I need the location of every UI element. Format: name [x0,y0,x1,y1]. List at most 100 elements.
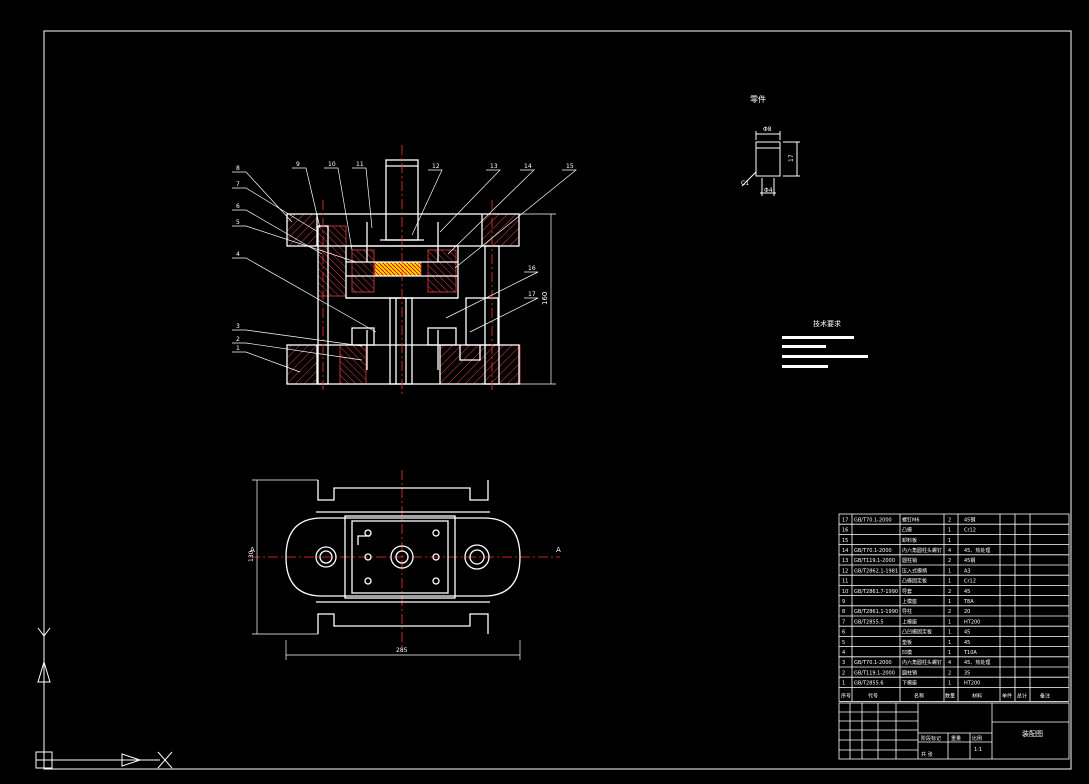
bom-cell: 2 [948,558,951,564]
bom-cell: 圆柱销 [902,557,917,564]
balloon-leader-line [232,209,323,255]
bom-cell: 10 [842,589,848,595]
bom-cell: GB/T119.1-2000 [854,670,895,676]
bom-cell: 2 [948,670,951,676]
part-inner-dim: Φ4 [764,187,773,194]
bom-cell: 4 [948,548,951,554]
balloon-number: 10 [328,161,336,168]
balloon-leader-line [469,297,539,333]
bom-cell: 45 [964,589,970,595]
sheet-label: 共 张 [921,751,933,758]
balloon-leader-line [232,342,363,361]
balloon-leader-line [232,225,357,263]
part-width-dim: Φ8 [763,126,772,133]
bom-cell: 凹模 [902,649,912,656]
part-sketch-label: 零件 [750,94,766,104]
bom-cell: 1 [948,640,951,646]
bom-cell: T8A [963,599,974,605]
balloon-leader-line [232,171,293,223]
bom-cell: 1 [948,650,951,656]
bom-cell: 1 [948,568,951,574]
bom-cell: 垫板 [902,639,912,646]
bom-cell: 卸料板 [902,537,917,544]
bom-cell: 4 [842,650,845,656]
stage-label: 阶段标记 [921,735,941,742]
balloon-leader-line [454,169,577,269]
bom-cell: 6 [842,630,845,636]
balloon-leader-line [352,167,373,229]
bom-outline [838,513,1070,702]
balloon-leader-line [292,167,321,229]
part-height-dim: 17 [788,154,795,162]
bom-cell: 凸模 [902,527,912,534]
weight-label: 重量 [951,735,961,742]
bom-cell: 45、热处理 [964,659,990,666]
balloon-number: 15 [566,163,574,170]
section-height-dim-text: 160 [541,292,549,305]
bom-cell: 11 [842,579,848,585]
balloon-number: 8 [236,165,240,172]
balloon-number: 13 [490,163,498,170]
balloon-leader-line [324,167,353,251]
bom-header-cell: 名称 [914,692,924,699]
ucs-icon [35,627,173,769]
drawing-frame [43,30,1072,770]
bom-cell: 1 [948,599,951,605]
balloon-number: 2 [236,336,240,343]
bom-cell: 导柱 [902,608,912,615]
bom-cell: 45 [964,640,970,646]
bom-cell: HT200 [964,681,980,687]
title-block [838,702,1070,760]
bom-cell: GB/T70.1-2000 [854,548,892,554]
plan-width-dim-text: 285 [396,647,408,654]
bom-cell: 圆柱销 [902,669,917,676]
bom-cell: 内六角圆柱头螺钉 [902,547,942,554]
bom-cell: 上模座 [902,598,917,605]
plan-dimensions [252,479,521,660]
bom-cell: 上模座 [902,618,917,625]
bom-cell: GB/T119.1-2000 [854,558,895,564]
bom-cell: 凸模固定板 [902,578,927,585]
plan-view [285,480,521,634]
bom-cell: 螺钉M6 [902,516,920,523]
bom-header-cell: 代号 [868,692,878,699]
balloon-number: 5 [236,219,240,226]
balloon-number: 4 [236,251,240,258]
balloon-leader-line [232,257,377,333]
balloon-number: 7 [236,181,240,188]
bom-cell: 7 [842,619,845,625]
bom-header-cell: 材料 [972,692,982,699]
bom-cell: 2 [842,670,845,676]
bom-cell: 20 [964,609,970,615]
bom-cell: GB/T2855.5 [854,619,884,625]
balloon-leader-line [411,169,443,236]
bom-cell: 凸凹模固定板 [902,629,932,636]
scale-label: 比例 [972,735,982,742]
bom-cell: 压入式模柄 [902,567,927,574]
bom-header-cell: 数量 [945,692,955,699]
bom-cell: 9 [842,599,845,605]
bom-cell: 17 [842,517,848,523]
balloon-number: 14 [524,163,532,170]
bom-cell: 1 [948,681,951,687]
bom-cell: 1 [842,681,845,687]
balloon-number: 3 [236,323,240,330]
balloon-number: 11 [356,161,364,168]
bom-cell: T10A [963,650,977,656]
bom-cell: 45 [964,630,970,636]
bom-cell: 2 [948,517,951,523]
tech-notes-title: 技术要求 [813,319,841,328]
bom-cell: 内六角圆柱头螺钉 [902,659,942,666]
balloon-leader-line [445,271,539,319]
bom-cell: 45钢 [964,557,975,564]
bom-cell: GB/T2861.1-1990 [854,609,898,615]
bom-cell: 13 [842,558,848,564]
balloon-leader-line [232,187,319,233]
bom-header-cell: 序号 [841,692,851,699]
bom-cell: GB/T2862.1-1981 [854,568,898,574]
bom-cell: 5 [842,640,845,646]
bom-cell: GB/T2861.7-1990 [854,589,898,595]
